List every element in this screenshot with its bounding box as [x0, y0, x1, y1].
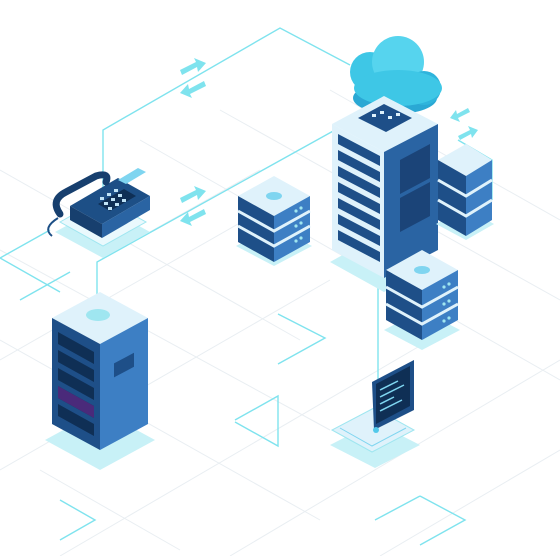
- desk-phone: [47, 168, 150, 258]
- server-stack: [236, 176, 312, 266]
- sync-arrows-icon: [180, 58, 478, 226]
- server-tower: [45, 292, 155, 470]
- server-stack: [436, 144, 494, 240]
- server-rack: [330, 96, 440, 292]
- server-stack: [384, 250, 460, 350]
- laptop: [330, 360, 420, 468]
